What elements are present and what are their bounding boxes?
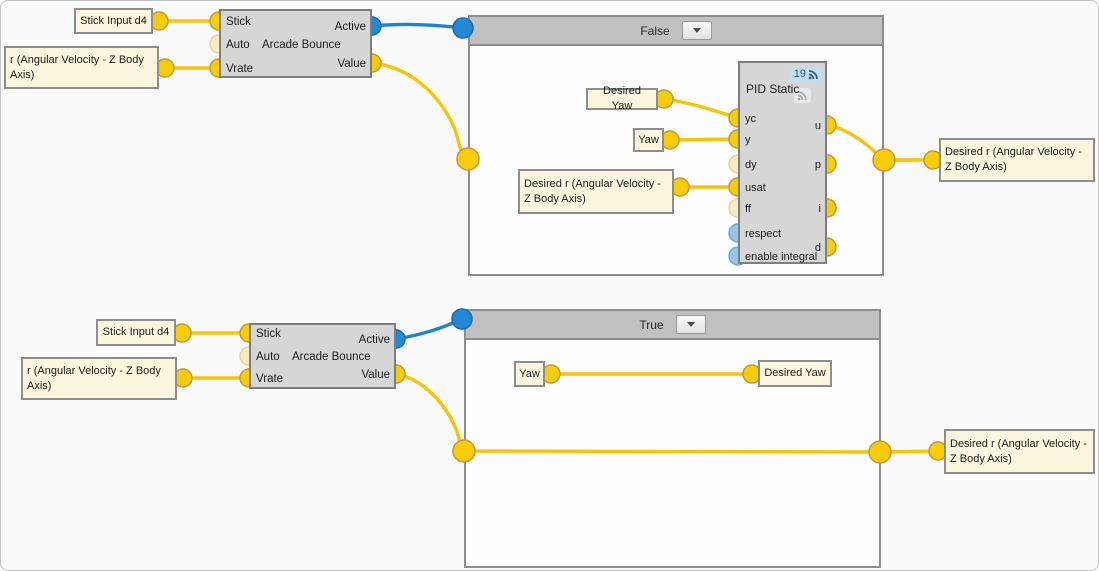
port-label-stick: Stick: [256, 328, 281, 340]
junction-false-right[interactable]: [872, 148, 896, 172]
pid-feed-button[interactable]: [794, 88, 811, 103]
port-label-active: Active: [334, 21, 366, 33]
port-label-ff: ff: [745, 203, 751, 215]
node-label: Desired r (Angular Velocity - Z Body Axi…: [524, 177, 661, 205]
port-label-i: i: [818, 203, 821, 215]
node-desired-r-in-top[interactable]: Desired r (Angular Velocity - Z Body Axi…: [518, 169, 674, 214]
node-label: Yaw: [519, 367, 540, 380]
node-label: Desired r (Angular Velocity - Z Body Axi…: [945, 146, 1082, 173]
node-stick-input-top[interactable]: Stick Input d4: [74, 8, 153, 34]
wire-value-bottom: [395, 372, 465, 453]
wire-passthrough-true: [463, 449, 881, 454]
port-label-enable-integral: enable integral: [745, 251, 818, 263]
node-label: Yaw: [638, 133, 659, 146]
branch-false-dropdown[interactable]: [681, 21, 712, 40]
port-label-stick: Stick: [226, 16, 251, 28]
port-label-dy: dy: [745, 159, 757, 171]
pid-static-block[interactable]: 19 PID Static yc y dy usat ff respect en…: [738, 61, 827, 264]
port-label-value: Value: [337, 58, 366, 70]
port-label-respect: respect: [745, 228, 782, 240]
blue-wires: [371, 22, 464, 341]
ports: [149, 11, 948, 464]
branch-true-dropdown[interactable]: [675, 315, 706, 334]
port-branch-true-active[interactable]: [451, 308, 473, 330]
port-label-auto: Auto: [256, 351, 280, 363]
port-label-vrate: Vrate: [256, 373, 284, 385]
node-yaw-bottom[interactable]: Yaw: [514, 361, 545, 387]
branch-false-selector-value: False: [640, 23, 670, 38]
node-label: r (Angular Velocity - Z Body Axis): [10, 53, 144, 81]
node-yaw-top[interactable]: Yaw: [633, 128, 664, 152]
branch-group-true: True: [464, 309, 881, 568]
port-label-y: y: [745, 134, 751, 146]
port-label-p: p: [814, 159, 821, 171]
node-label: r (Angular Velocity - Z Body Axis): [27, 364, 161, 392]
junction-true-right[interactable]: [868, 440, 892, 464]
node-desired-r-out-top[interactable]: Desired r (Angular Velocity - Z Body Axi…: [939, 138, 1095, 182]
branch-true-selector-value: True: [639, 317, 664, 332]
arcade-bounce-block-bottom[interactable]: Stick Auto Arcade Bounce Vrate Active Va…: [249, 323, 396, 389]
port-label-d: d: [814, 242, 821, 254]
node-desired-yaw-top[interactable]: Desired Yaw: [586, 85, 658, 112]
feed-icon: [808, 69, 818, 79]
junction-true-left[interactable]: [452, 439, 476, 463]
pid-run-badge[interactable]: 19: [789, 67, 822, 81]
junction-false-left[interactable]: [456, 147, 480, 171]
block-title: PID Static: [746, 82, 800, 96]
node-label: Desired Yaw: [764, 367, 826, 380]
port-label-vrate: Vrate: [226, 63, 254, 75]
port-label-auto: Auto: [226, 39, 250, 51]
node-desired-r-out-bottom[interactable]: Desired r (Angular Velocity - Z Body Axi…: [944, 429, 1095, 474]
wire-value-top: [371, 61, 469, 161]
chevron-down-icon: [686, 322, 695, 327]
port-label-u: u: [814, 120, 821, 132]
wire-yaw-y: [669, 137, 739, 142]
branch-group-true-header[interactable]: True: [466, 311, 879, 340]
node-r-z-body-bottom[interactable]: r (Angular Velocity - Z Body Axis): [21, 357, 177, 400]
block-title: Arcade Bounce: [292, 351, 371, 363]
port-label-yc: yc: [745, 113, 756, 125]
port-branch-false-active[interactable]: [452, 17, 474, 39]
port-label-active: Active: [358, 334, 390, 346]
arcade-bounce-block-top[interactable]: Stick Auto Arcade Bounce Vrate Active Va…: [219, 9, 372, 78]
node-label: Desired Yaw: [603, 85, 641, 112]
node-desired-yaw-bottom[interactable]: Desired Yaw: [758, 360, 832, 387]
node-label: Stick Input d4: [80, 14, 147, 27]
wire-active-false: [371, 22, 464, 30]
node-label: Stick Input d4: [102, 326, 170, 339]
block-title: Arcade Bounce: [262, 39, 341, 51]
node-label: Desired r (Angular Velocity - Z Body Axi…: [950, 437, 1087, 465]
branch-group-false-header[interactable]: False: [470, 17, 882, 46]
chevron-down-icon: [692, 28, 701, 33]
node-stick-input-bottom[interactable]: Stick Input d4: [96, 319, 176, 346]
port-label-value: Value: [361, 369, 390, 381]
feed-icon: [797, 91, 807, 101]
wire-desired-yaw-yc: [663, 97, 739, 120]
node-r-z-body-top[interactable]: r (Angular Velocity - Z Body Axis): [4, 46, 159, 89]
port-label-usat: usat: [745, 182, 766, 194]
pid-badge-count: 19: [793, 68, 806, 80]
